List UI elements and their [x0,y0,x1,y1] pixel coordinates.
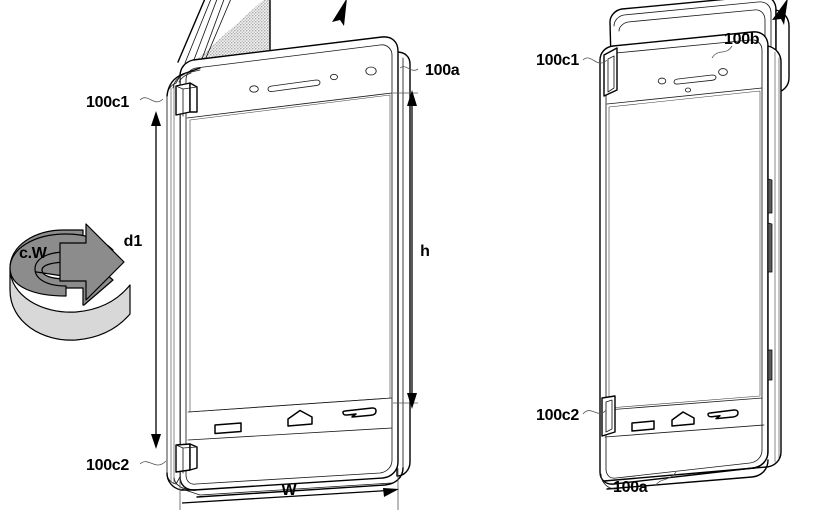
volume-up-key[interactable] [767,178,773,214]
device-hinge-topleft-curve [166,67,201,97]
device-left-spine [166,75,181,485]
flap-left-edge-inner2 [198,0,225,68]
hinge-connector-top [175,82,198,117]
label-100a-left: 100a [425,62,460,79]
right-front-camera-icon [718,68,728,76]
device-hinge-topleft-curve3 [178,72,192,83]
hinge-connector-bottom [175,443,198,474]
label-w: W [281,482,297,499]
label-h: h [420,243,430,260]
callout-100c2-right: 100c2 [536,407,607,424]
label-100c1-left: 100c1 [86,94,129,111]
callout-100c2-right-leader [582,409,607,415]
top-bezel-divider [186,92,393,119]
callout-100c2-leader [139,460,167,466]
device-bottom-outer-edge [196,467,404,498]
proximity-sensor-icon [249,85,259,93]
right-back-button[interactable] [707,409,739,420]
right-bottom-edge [603,467,756,482]
left-device-view: 100a 100c1 100c2 d1 h [9,0,460,510]
label-100c2-left: 100c2 [86,457,129,474]
right-hinge-connector-bottom-face [601,395,616,437]
home-button[interactable] [287,409,313,427]
right-hinge-connector-top-inner [607,55,615,93]
label-d1: d1 [124,233,143,250]
hinge-connector-bottom-side [189,443,198,471]
right-top-bezel-divider [606,87,763,105]
front-camera-icon [365,66,377,76]
recents-button[interactable] [214,422,242,435]
dimension-w: W [179,468,399,510]
flap-left-edge-outer [177,0,206,63]
dimension-h: h [393,90,430,409]
dimension-d1: d1 [124,111,161,449]
bottom-bezel-divider2 [187,427,393,441]
earpiece-speaker-icon [267,79,321,92]
device-right-thickness [396,51,411,477]
right-hinge-connector-bottom [601,395,616,437]
dimension-h-arrow-bottom [407,393,417,409]
power-key[interactable] [767,349,773,381]
device-front-face [179,36,399,491]
device-hinge-bottomleft-curve [166,472,197,491]
right-recents-button[interactable] [631,420,655,432]
callout-100b: 100b [711,31,760,59]
hinge-connector-top-side [189,82,198,113]
rotation-arrow-pointer [59,223,125,301]
right-bottom-bezel-divider2 [604,424,765,438]
label-cw: c.W [19,245,48,262]
right-bottom-outer-edge [606,459,769,490]
callout-100a-right: 100a [613,471,677,496]
right-hinge-connector-top [603,47,618,97]
front-half-right-thickness [752,45,782,469]
callout-100c1-right-leader [582,57,608,64]
callout-100a-leader [399,66,419,71]
dimension-w-arrow-right [383,488,399,497]
callout-100c1-left: 100c1 [86,94,164,111]
callout-100c2-left: 100c2 [86,457,167,474]
device-bezel-inner [185,44,393,485]
bottom-bezel-divider [187,397,393,413]
right-bottom-left-corner [600,473,617,490]
callout-100c1-leader [139,97,164,103]
label-100c1-right: 100c1 [536,52,579,69]
right-proximity-sensor-icon [657,77,667,85]
callout-100a-left: 100a [399,62,460,79]
device-bottom-lower-edge [181,482,393,496]
volume-down-key[interactable] [767,222,773,273]
label-100c2-right: 100c2 [536,407,579,424]
clockwise-rotation-arrow: c.W [9,223,131,341]
dimension-h-arrow-top [407,90,417,106]
device-hinge-topleft-curve2 [172,69,201,89]
rotation-arrow-band [9,267,131,341]
right-earpiece-speaker-icon [673,74,717,85]
flap-left-edge-mid [184,0,212,64]
rear-half-top-crease2 [618,9,766,68]
right-hinge-connector-top-face [603,47,618,97]
dimension-d1-arrow-bottom [151,434,161,449]
left-device-body [166,36,411,498]
back-button[interactable] [342,407,377,418]
light-sensor-icon [330,73,338,81]
rear-half-top-crease1 [613,1,772,69]
callout-100c1-right: 100c1 [536,52,608,69]
right-display-active-area [608,90,761,409]
device-hinge-bottomleft-curve2 [173,477,188,490]
fold-direction-arrow-left [332,0,347,26]
label-100b: 100b [724,31,760,48]
dimension-w-line [181,489,397,504]
right-light-sensor-icon [684,87,692,93]
right-device-view: 100c1 100b 100c2 100a [536,0,790,496]
right-bottom-bezel-divider [606,397,763,411]
dimension-d1-arrow-top [151,111,161,126]
label-100a-right: 100a [613,479,648,496]
callout-100a-right-leader [654,471,677,487]
flap-left-edge-inner [191,0,218,66]
callout-100b-leader [711,45,733,59]
right-hinge-connector-bottom-inner [605,399,613,433]
fold-direction-arrow-right [772,0,788,25]
right-home-button[interactable] [671,411,695,427]
